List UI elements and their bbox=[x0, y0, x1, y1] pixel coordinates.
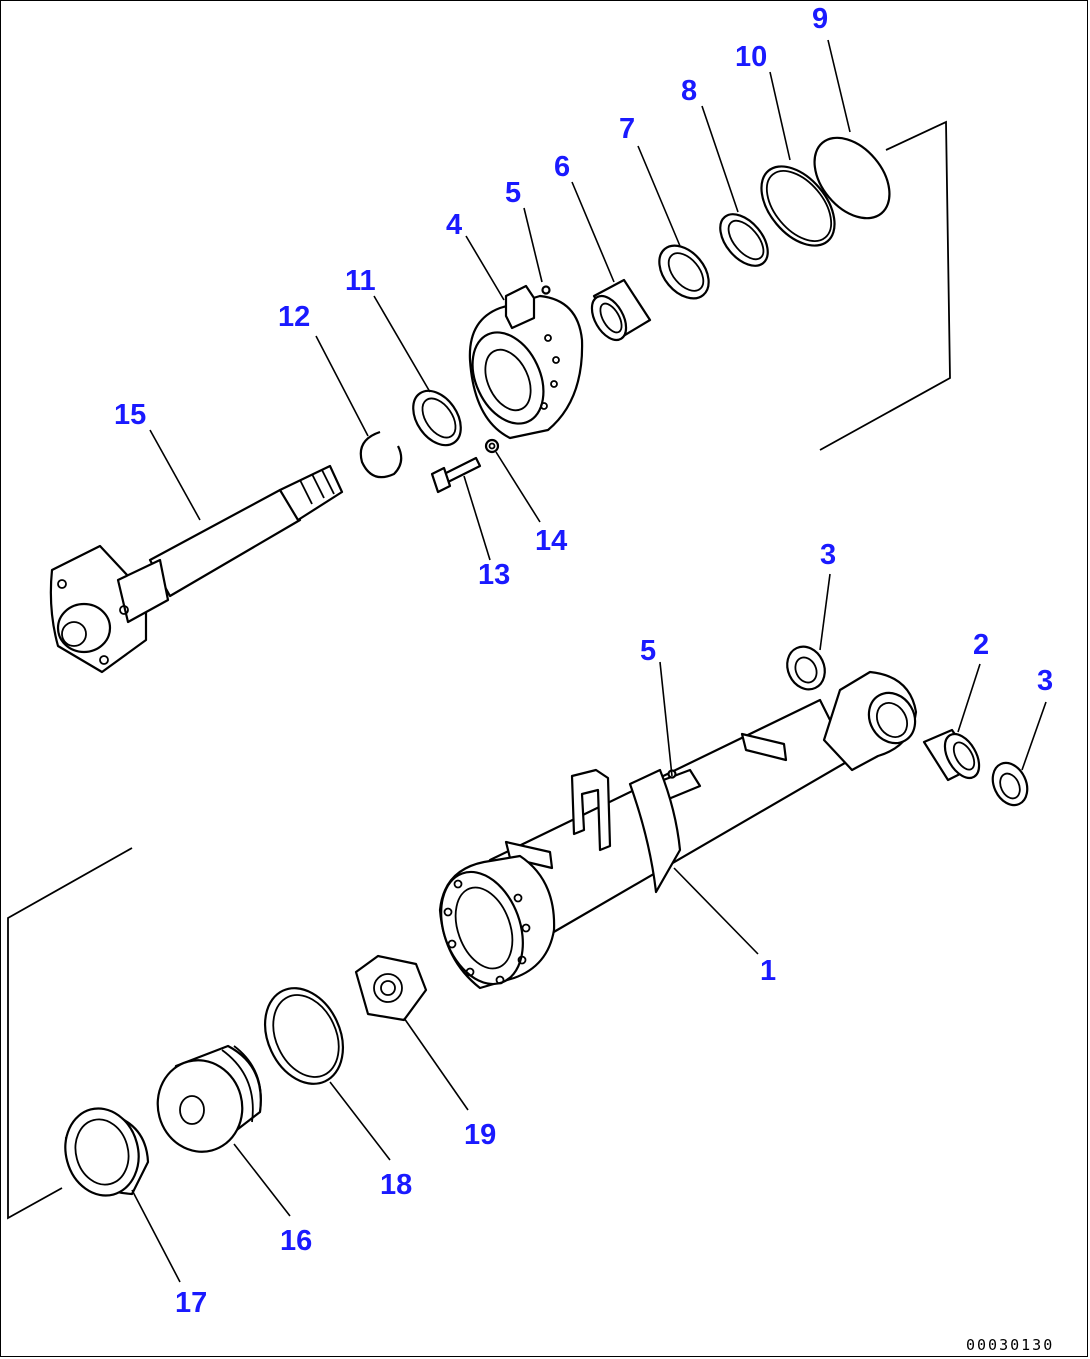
callout-2: 2 bbox=[973, 629, 989, 661]
part-17-piston-seal bbox=[64, 1107, 150, 1197]
part-14-washer bbox=[484, 438, 500, 454]
callout-7: 7 bbox=[619, 113, 635, 145]
part-6-bushing bbox=[590, 278, 652, 342]
callout-5-lower: 5 bbox=[640, 635, 656, 667]
leader-lines bbox=[131, 39, 1047, 1283]
part-19-nut bbox=[354, 954, 428, 1022]
callout-labels: 9 10 8 7 6 5 4 11 12 15 14 13 3 5 2 3 1 … bbox=[114, 3, 1053, 1319]
assembly-guide-lines bbox=[7, 120, 951, 1220]
part-3-dust-seal-upper bbox=[786, 645, 826, 691]
part-16-piston bbox=[156, 1044, 262, 1153]
part-10-backup-ring bbox=[760, 165, 836, 247]
callout-18: 18 bbox=[380, 1169, 412, 1201]
callout-15: 15 bbox=[114, 399, 146, 431]
callout-3-upper: 3 bbox=[820, 539, 836, 571]
callout-8: 8 bbox=[681, 75, 697, 107]
callout-3-lower: 3 bbox=[1037, 665, 1053, 697]
callout-19: 19 bbox=[464, 1119, 496, 1151]
callout-17: 17 bbox=[175, 1287, 207, 1319]
part-7-ring bbox=[658, 244, 710, 300]
callout-1: 1 bbox=[760, 955, 776, 987]
callout-4: 4 bbox=[446, 209, 462, 241]
callout-5-upper: 5 bbox=[505, 177, 521, 209]
part-12-snap-ring bbox=[359, 430, 403, 479]
part-15-piston-rod bbox=[49, 464, 344, 674]
part-5-grease-fitting-upper bbox=[541, 285, 551, 295]
part-2-bushing bbox=[922, 728, 981, 782]
part-1-cylinder-tube bbox=[438, 670, 918, 990]
callout-13: 13 bbox=[478, 559, 510, 591]
callout-10: 10 bbox=[735, 41, 767, 73]
part-8-seal bbox=[719, 213, 769, 267]
callout-16: 16 bbox=[280, 1225, 312, 1257]
part-18-seal-ring bbox=[264, 987, 344, 1085]
part-11-ring bbox=[412, 389, 462, 447]
callout-11: 11 bbox=[345, 265, 376, 297]
callout-14: 14 bbox=[535, 525, 567, 557]
callout-12: 12 bbox=[278, 301, 310, 333]
document-id: 00030130 bbox=[966, 1336, 1054, 1354]
part-9-o-ring bbox=[813, 136, 891, 220]
callout-9: 9 bbox=[812, 3, 828, 35]
callout-6: 6 bbox=[554, 151, 570, 183]
part-4-cylinder-head bbox=[468, 284, 584, 440]
part-3-dust-seal-lower bbox=[991, 761, 1029, 807]
part-13-bolt bbox=[430, 456, 482, 494]
